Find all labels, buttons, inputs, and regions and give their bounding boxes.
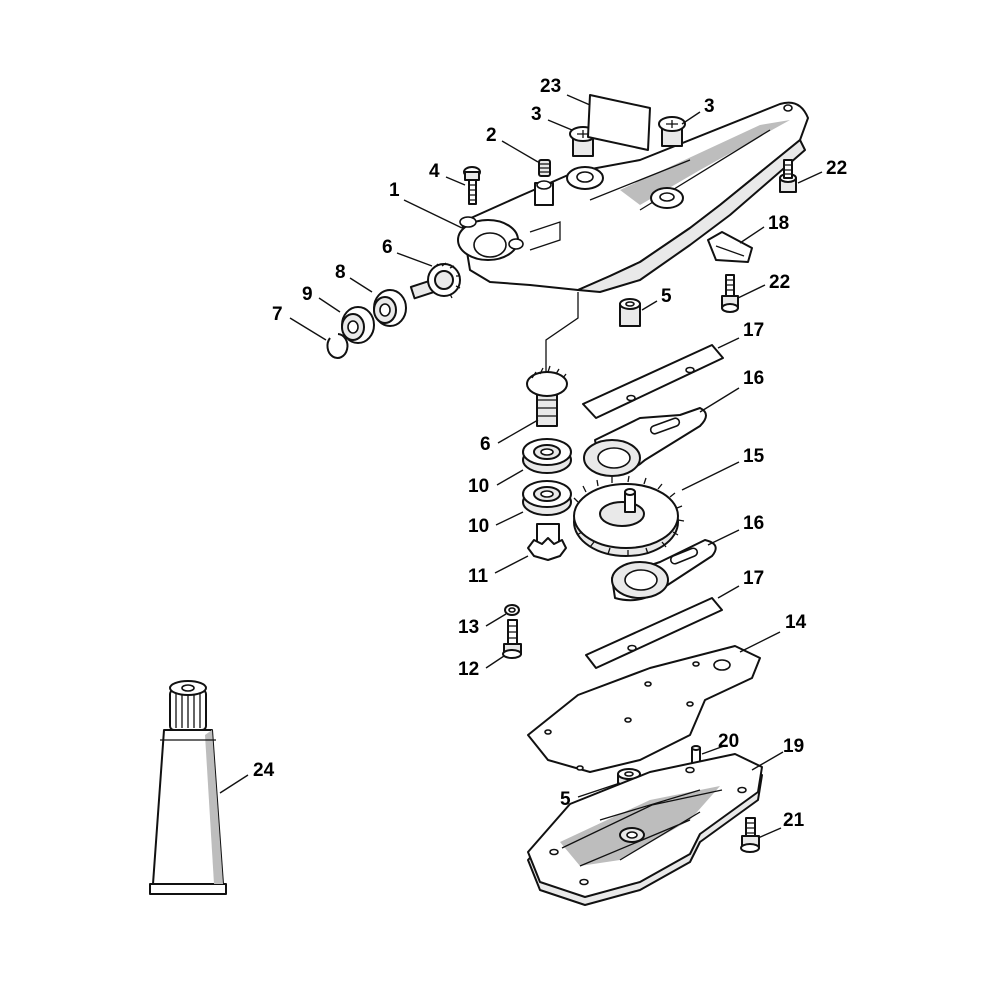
callout-23: 23 [540, 76, 561, 97]
base-cover [527, 753, 763, 906]
screw-12 [502, 619, 522, 659]
callout-9: 9 [302, 284, 313, 305]
shim-plate-upper [582, 344, 724, 419]
bearing-upper-8 [373, 289, 407, 327]
callout-13: 13 [458, 617, 479, 638]
callout-4: 4 [429, 161, 440, 182]
callout-labels: 23 3 3 2 4 1 6 8 9 7 22 18 22 5 17 16 6 … [253, 76, 847, 831]
callout-6-upper: 6 [382, 237, 393, 258]
callout-5-lower: 5 [560, 789, 571, 810]
screw-upper [779, 159, 797, 193]
pinion-shaft [409, 262, 461, 300]
callout-22-lower: 22 [769, 272, 790, 293]
gasket [527, 645, 761, 773]
bracket [707, 231, 753, 263]
callout-20: 20 [718, 731, 739, 752]
callout-14: 14 [785, 612, 807, 633]
shim-plate-lower [585, 597, 723, 669]
callout-17-lower: 17 [743, 568, 764, 589]
callout-10-upper: 10 [468, 476, 489, 497]
bearing-10-lower [522, 480, 572, 516]
washer [504, 604, 520, 616]
leader-lines [219, 94, 823, 839]
callout-7: 7 [272, 304, 283, 325]
gear-housing [457, 101, 809, 293]
grease-tube [149, 680, 227, 895]
callout-8: 8 [335, 262, 346, 283]
callout-3-left: 3 [531, 104, 542, 125]
callout-16-lower: 16 [743, 513, 764, 534]
circlip [326, 333, 349, 359]
bevel-gear [526, 365, 568, 427]
callout-12: 12 [458, 659, 479, 680]
callout-15: 15 [743, 446, 765, 467]
housing-screw [463, 166, 481, 205]
drive-pinion [527, 523, 567, 561]
callout-1: 1 [389, 180, 400, 201]
set-screw [538, 159, 551, 177]
screw-lower [721, 274, 739, 313]
callout-22-upper: 22 [826, 158, 847, 179]
spacer-upper [619, 298, 641, 327]
callout-10-lower: 10 [468, 516, 489, 537]
spur-gear [573, 475, 685, 557]
bearing-10-upper [522, 438, 572, 474]
callout-18: 18 [768, 213, 789, 234]
connecting-rod-lower [611, 539, 717, 602]
cover-screw [740, 817, 760, 853]
callout-16-upper: 16 [743, 368, 764, 389]
callout-2: 2 [486, 125, 497, 146]
callout-3-right: 3 [704, 96, 715, 117]
plug-right [658, 116, 686, 147]
connecting-rod-upper [583, 407, 707, 477]
callout-6-lower: 6 [480, 434, 491, 455]
callout-11: 11 [468, 566, 489, 587]
callout-21: 21 [783, 810, 805, 831]
callout-17-upper: 17 [743, 320, 764, 341]
label-plate [587, 94, 651, 151]
callout-19: 19 [783, 736, 804, 757]
callout-24: 24 [253, 760, 275, 781]
bearing-upper-9 [341, 306, 375, 344]
callout-5-upper: 5 [661, 286, 672, 307]
